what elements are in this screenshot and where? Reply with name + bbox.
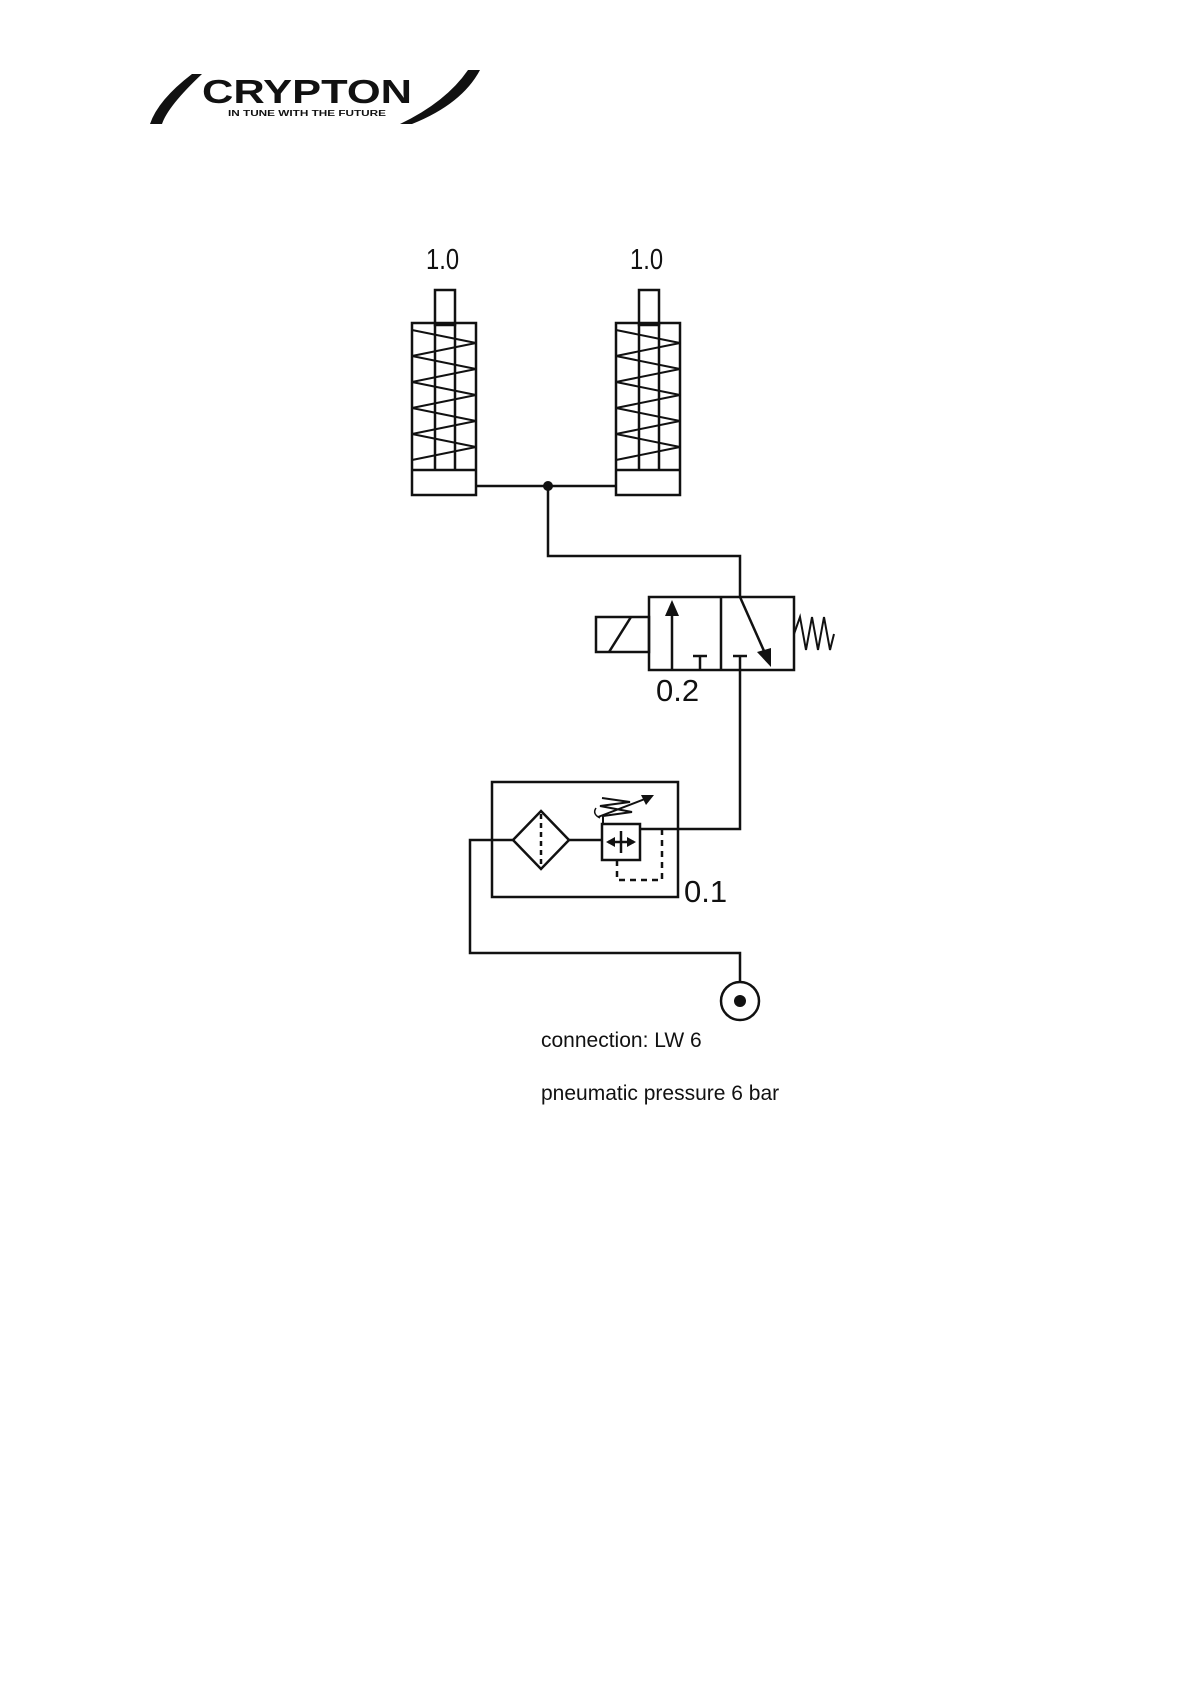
pressure-source	[721, 982, 759, 1020]
cylinder-left	[412, 290, 476, 495]
cylinder-right-label: 1.0	[630, 244, 663, 277]
valve-left-arrowhead	[665, 600, 679, 616]
pressure-source-dot	[734, 995, 746, 1007]
cylinder-left-label: 1.0	[426, 244, 459, 277]
cylinder-left-rod	[435, 290, 455, 325]
valve-label: 0.2	[656, 673, 699, 709]
valve-solenoid-coil	[609, 617, 631, 652]
connection-note: connection: LW 6	[541, 1029, 702, 1053]
source-supply-line	[470, 840, 740, 982]
service-unit	[492, 782, 678, 897]
cylinder-left-spring	[412, 330, 476, 460]
valve-return-spring	[794, 617, 834, 650]
valve-output-line	[548, 486, 740, 597]
regulator-arrow-right	[627, 837, 636, 847]
valve-solenoid	[596, 617, 649, 652]
cylinder-right-spring	[616, 330, 680, 460]
service-unit-label: 0.1	[684, 874, 727, 910]
cylinder-right	[616, 290, 680, 495]
solenoid-valve	[596, 597, 834, 670]
regulator-arrow-left	[606, 837, 615, 847]
cylinder-right-rod	[639, 290, 659, 325]
valve-right-arrowhead	[757, 648, 771, 667]
pressure-note: pneumatic pressure 6 bar	[541, 1082, 779, 1106]
